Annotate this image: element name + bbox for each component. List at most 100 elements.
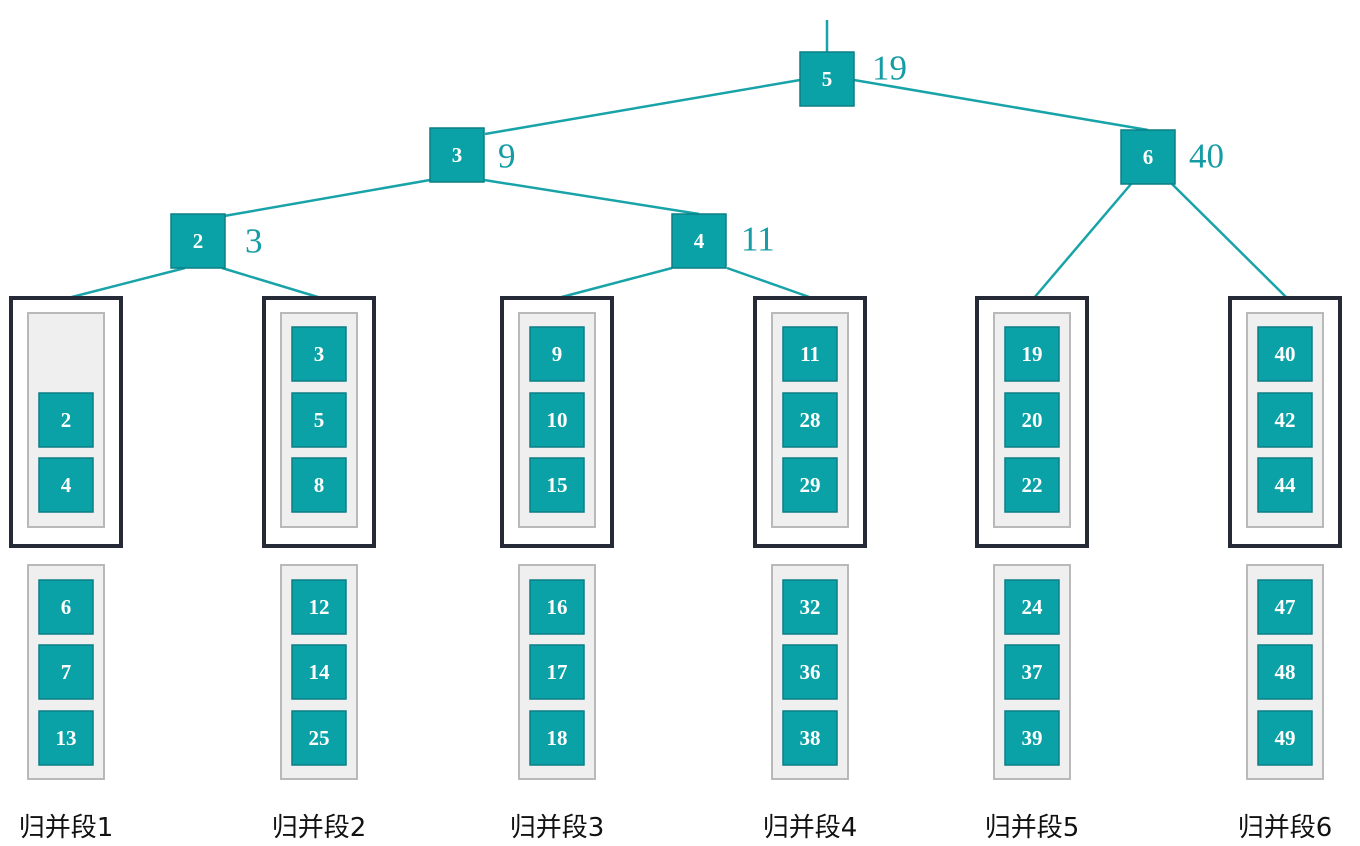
tree-node-value: 9 <box>498 137 516 176</box>
record-value: 36 <box>800 660 821 684</box>
record-cell <box>529 326 585 382</box>
record-value: 3 <box>314 342 325 366</box>
tree-node-box <box>799 51 855 107</box>
record-cell <box>1004 326 1060 382</box>
record-value: 49 <box>1275 726 1296 750</box>
record-value: 18 <box>547 726 568 750</box>
record-value: 4 <box>61 473 72 497</box>
edge-node-2-to-segment-2 <box>221 266 322 300</box>
record-cell <box>782 644 838 700</box>
record-cell <box>38 457 94 513</box>
record-cell <box>1004 457 1060 513</box>
tree-node-right: 6 40 <box>1120 129 1224 185</box>
record-value: 47 <box>1275 595 1296 619</box>
active-segment-frame <box>753 296 867 548</box>
record-value: 7 <box>61 660 72 684</box>
tree-node-value: 3 <box>245 222 263 261</box>
record-value: 13 <box>56 726 77 750</box>
record-cell <box>291 579 347 635</box>
segment-label: 归并段5 <box>985 813 1080 843</box>
record-cell <box>1257 710 1313 766</box>
record-value: 38 <box>800 726 821 750</box>
record-cell <box>38 710 94 766</box>
tree-node-index: 2 <box>193 229 204 253</box>
tree-node-box <box>170 213 226 269</box>
record-cell <box>782 710 838 766</box>
record-value: 10 <box>547 408 568 432</box>
record-cell <box>291 710 347 766</box>
record-cell <box>291 644 347 700</box>
record-cell <box>529 644 585 700</box>
record-value: 8 <box>314 473 325 497</box>
record-value: 5 <box>314 408 325 432</box>
tree-node-box <box>1120 129 1176 185</box>
tree-node-box <box>671 213 727 269</box>
record-cell <box>529 710 585 766</box>
record-cell <box>529 392 585 448</box>
edge-node-3-to-node-4 <box>483 178 700 216</box>
record-cell <box>38 392 94 448</box>
record-value: 25 <box>309 726 330 750</box>
record-cell <box>1257 579 1313 635</box>
record-cell <box>291 392 347 448</box>
tree-node-index: 4 <box>694 229 705 253</box>
tree-edges <box>67 20 1288 300</box>
active-segment-frame <box>500 296 614 548</box>
record-value: 2 <box>61 408 72 432</box>
record-cell <box>1257 392 1313 448</box>
record-cell <box>529 457 585 513</box>
record-value: 28 <box>800 408 821 432</box>
record-value: 39 <box>1022 726 1043 750</box>
edge-root-to-node-3 <box>484 78 801 136</box>
segment-label: 归并段2 <box>272 813 367 843</box>
record-cell <box>1004 710 1060 766</box>
edge-node-4-to-segment-4 <box>726 266 813 300</box>
tree-node-left-right: 4 11 <box>671 213 775 269</box>
segment-label: 归并段3 <box>510 813 605 843</box>
record-value: 22 <box>1022 473 1043 497</box>
record-value: 48 <box>1275 660 1296 684</box>
tree-node-value: 19 <box>872 49 907 88</box>
record-value: 32 <box>800 595 821 619</box>
tree-node-index: 5 <box>822 67 833 91</box>
edge-root-to-node-6 <box>853 78 1149 132</box>
merge-segments: 246713归并段1358121425归并段291015161718归并段311… <box>9 296 1342 843</box>
tree-node-box <box>429 127 485 183</box>
edge-node-4-to-segment-3 <box>557 266 673 300</box>
record-value: 24 <box>1022 595 1044 619</box>
record-value: 19 <box>1022 342 1043 366</box>
segment-label: 归并段1 <box>19 813 114 843</box>
record-value: 17 <box>547 660 568 684</box>
record-cell <box>1004 579 1060 635</box>
record-value: 40 <box>1275 342 1296 366</box>
record-cell <box>291 457 347 513</box>
record-value: 14 <box>309 660 331 684</box>
tree-node-left-left: 2 3 <box>170 213 263 269</box>
active-segment-frame <box>1228 296 1342 548</box>
record-cell <box>1257 326 1313 382</box>
edge-node-6-to-segment-6 <box>1171 183 1288 299</box>
tree-node-value: 40 <box>1189 137 1224 176</box>
tree-node-index: 6 <box>1143 145 1154 169</box>
segment-label: 归并段6 <box>1238 813 1333 843</box>
edge-node-6-to-segment-5 <box>1033 183 1132 299</box>
record-value: 9 <box>552 342 563 366</box>
record-value: 42 <box>1275 408 1296 432</box>
active-segment-frame <box>975 296 1089 548</box>
record-cell <box>782 392 838 448</box>
record-value: 37 <box>1022 660 1043 684</box>
record-cell <box>529 579 585 635</box>
record-cell <box>782 457 838 513</box>
record-value: 15 <box>547 473 568 497</box>
record-cell <box>1257 644 1313 700</box>
tree-node-left: 3 9 <box>429 127 516 183</box>
record-cell <box>782 579 838 635</box>
record-cell <box>1004 392 1060 448</box>
record-cell <box>38 644 94 700</box>
